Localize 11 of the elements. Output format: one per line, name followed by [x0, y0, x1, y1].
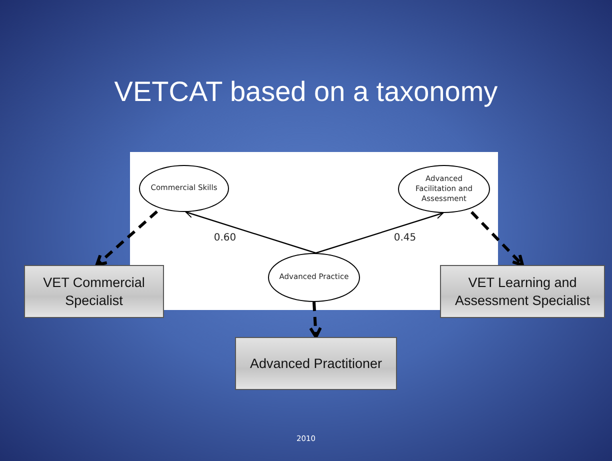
arrow [316, 211, 444, 254]
slide-title: VETCAT based on a taxonomy [113, 76, 499, 108]
edge-label: 0.45 [392, 232, 418, 244]
arrow [95, 210, 158, 266]
role-box: Advanced Practitioner [235, 337, 397, 390]
role-box: VET Commercial Specialist [24, 265, 164, 318]
edge-label: 0.60 [212, 232, 238, 244]
role-box: VET Learning and Assessment Specialist [440, 265, 605, 318]
arrow [185, 210, 316, 254]
arrow [309, 302, 322, 338]
arrow [470, 211, 524, 266]
